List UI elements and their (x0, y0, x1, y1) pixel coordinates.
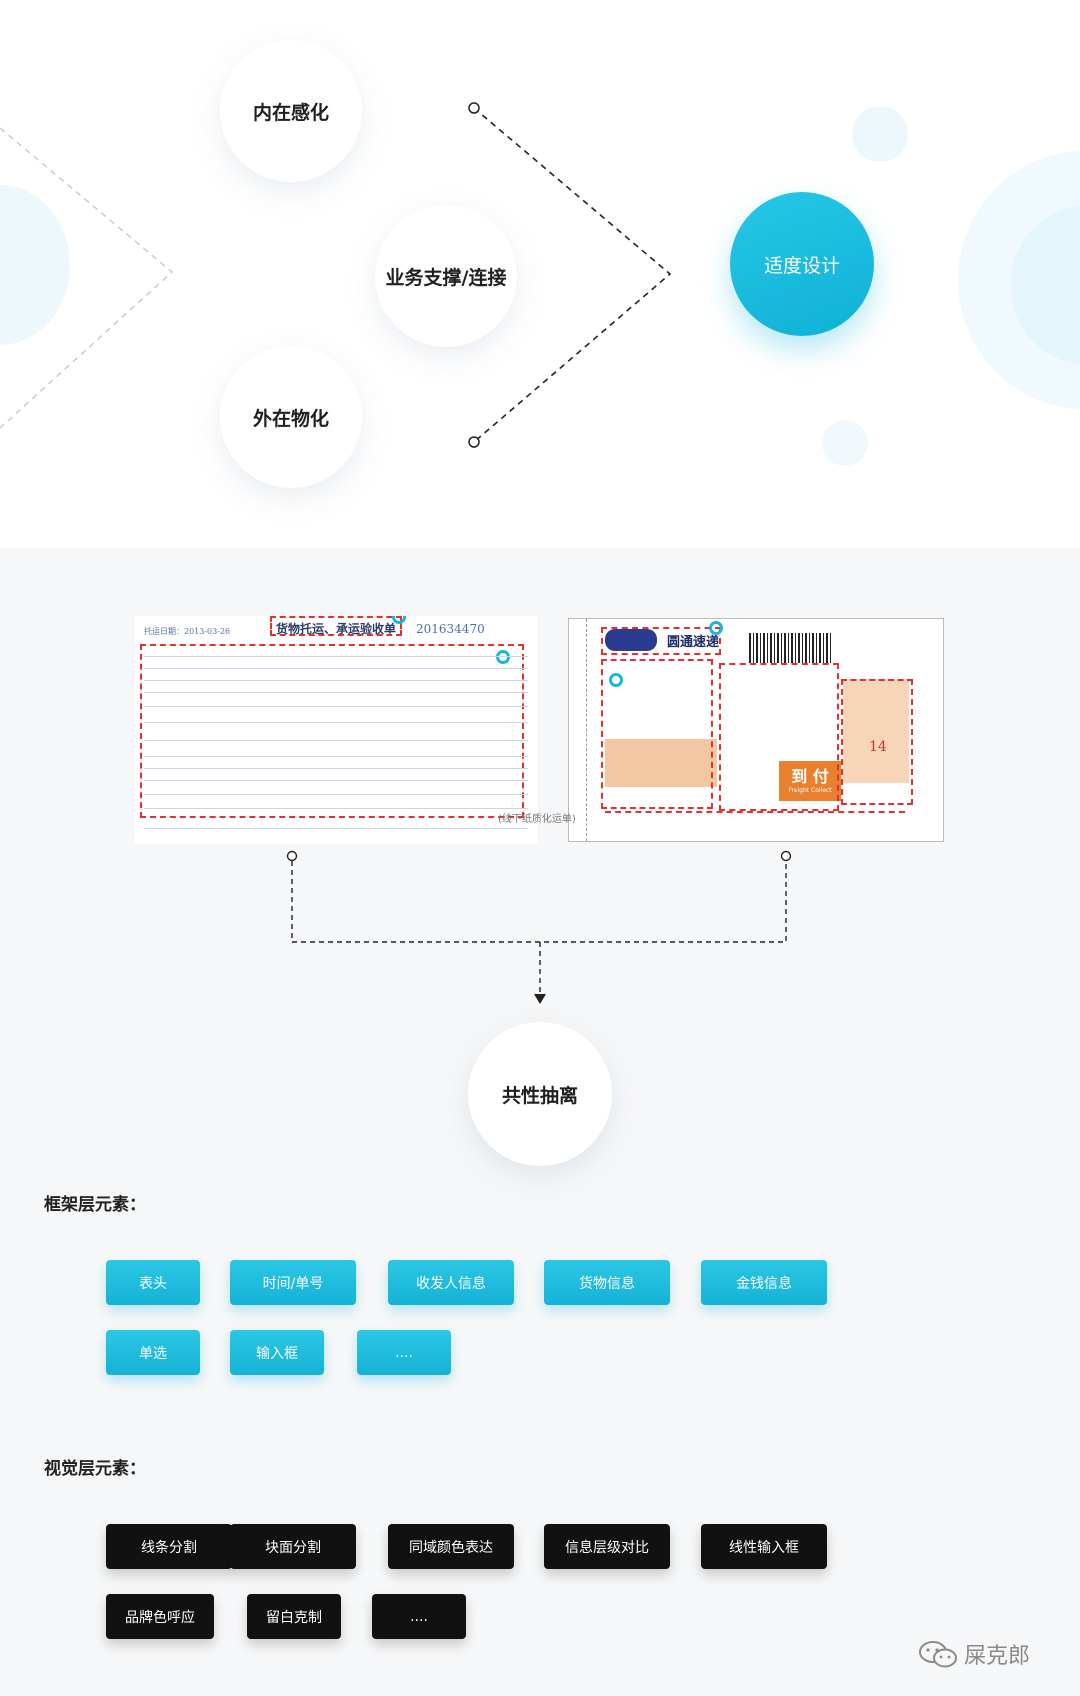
framework-tag: 货物信息 (544, 1260, 670, 1305)
concept-label: 外在物化 (252, 407, 329, 430)
waybill-right-brand: 圆通速递 (667, 635, 720, 650)
visual-tag: 留白克制 (247, 1594, 341, 1639)
concept-bubble-external: 外在物化 (220, 346, 362, 488)
highlight-marker (392, 616, 406, 624)
abstraction-bubble: 共性抽离 (468, 1022, 612, 1166)
framework-tag: 金钱信息 (701, 1260, 827, 1305)
waybill-right-sender-highlight (601, 659, 713, 809)
visual-tag: .... (372, 1594, 466, 1639)
concept-label: 业务支撑/连接 (385, 266, 507, 289)
waybill-left-title-highlight (270, 616, 402, 636)
concept-label: 内在感化 (252, 101, 329, 124)
visual-tag: 信息层级对比 (544, 1524, 670, 1569)
framework-tag: 单选 (106, 1330, 200, 1375)
waybill-left: 托运日期：2013-03-26 货物托运、承运验收单 201634470 (134, 616, 538, 844)
concept-bubble-internal: 内在感化 (220, 40, 362, 182)
decor-circle-small-bottom (822, 420, 868, 466)
connector-lines (0, 102, 672, 448)
waybill-left-number: 201634470 (416, 622, 485, 636)
framework-tag: 输入框 (230, 1330, 324, 1375)
merge-connector (286, 850, 792, 1004)
concept-result-bubble: 适度设计 (730, 192, 874, 336)
visual-tag: 块面分割 (230, 1524, 356, 1569)
collect-label: 到 付 (791, 766, 829, 786)
waybill-right: 圆通速递 到 付 Freight Collect 14 (568, 618, 944, 842)
waybill-left-date: 托运日期：2013-03-26 (144, 627, 231, 636)
decor-circle-small-top (852, 106, 908, 162)
concept-bubble-business: 业务支撑/连接 (375, 205, 517, 347)
abstraction-label: 共性抽离 (501, 1084, 578, 1107)
waybill-right-receiver-highlight (719, 663, 839, 811)
collect-sub: Freight Collect (788, 786, 832, 794)
visual-tag: 线条分割 (106, 1524, 232, 1569)
waybill-left-title: 货物托运、承运验收单 (276, 622, 397, 636)
framework-tag: 表头 (106, 1260, 200, 1305)
concept-section: 内在感化 业务支撑/连接 外在物化 适度设计 (0, 0, 1080, 548)
visual-tag: 线性输入框 (701, 1524, 827, 1569)
waybill-left-body-highlight (140, 644, 524, 818)
concept-result-label: 适度设计 (763, 254, 840, 277)
framework-tag: 时间/单号 (230, 1260, 356, 1305)
abstraction-section: 托运日期：2013-03-26 货物托运、承运验收单 201634470 圆通速… (0, 548, 1080, 1696)
framework-tag: .... (357, 1330, 451, 1375)
framework-tag: 收发人信息 (388, 1260, 514, 1305)
highlight-marker (609, 673, 623, 687)
highlight-marker (709, 621, 723, 635)
highlight-marker (496, 650, 510, 664)
visual-title: 视觉层元素： (44, 1459, 146, 1479)
framework-title: 框架层元素： (44, 1195, 146, 1215)
waybill-right-header-highlight (601, 627, 721, 655)
wechat-icon (919, 1641, 957, 1668)
waybill-caption: (线下纸质化运单) (498, 814, 576, 825)
visual-tag: 同域颜色表达 (388, 1524, 514, 1569)
waybill-right-goods-highlight (841, 679, 913, 805)
watermark-text: 屎克郎 (964, 1644, 1031, 1669)
watermark: 屎克郎 (918, 1638, 1030, 1670)
weight-value: 14 (869, 739, 887, 755)
visual-tag: 品牌色呼应 (106, 1594, 214, 1639)
